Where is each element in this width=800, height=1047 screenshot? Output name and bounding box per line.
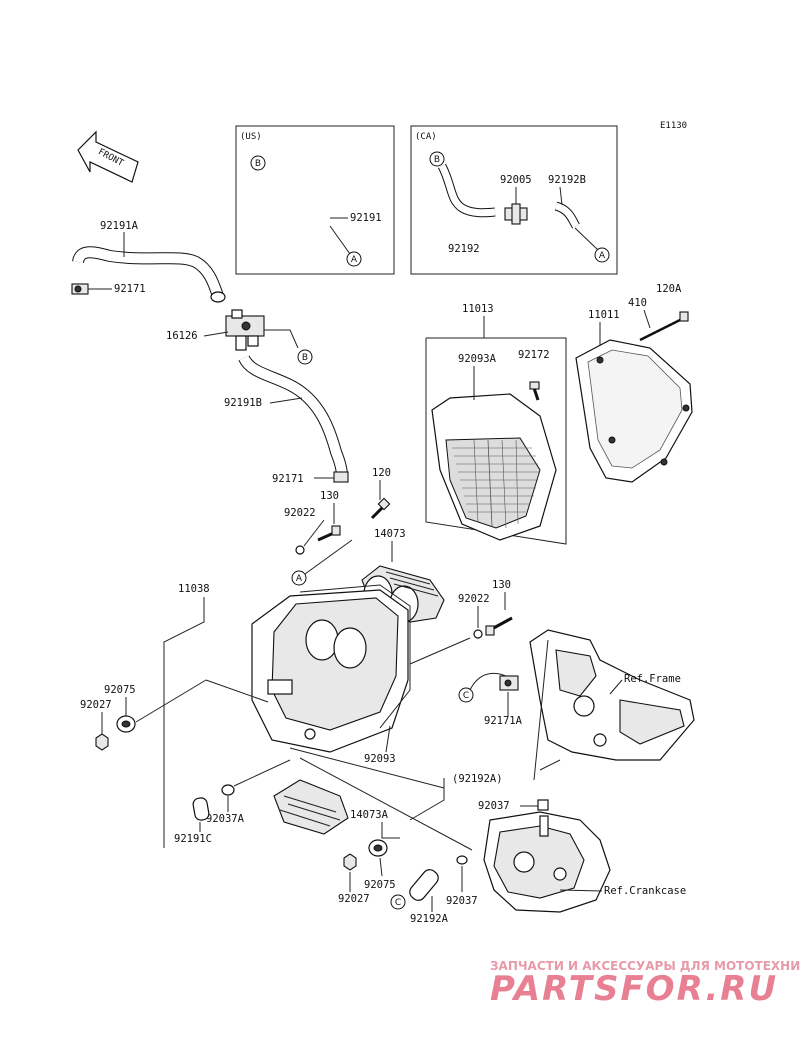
clamp-92171-top <box>71 283 89 295</box>
ref-crankcase-label: Ref.Crankcase <box>604 885 686 897</box>
hose-92191A <box>72 246 226 303</box>
bolt-130-right <box>485 616 513 636</box>
label-92075-left: 92075 <box>104 684 136 696</box>
label-11011: 11011 <box>588 309 620 321</box>
nut-92027-bottom <box>343 853 357 871</box>
front-arrow-icon: FRONT <box>77 130 139 183</box>
grommet-92075-bottom <box>368 839 388 857</box>
callout-b-left: B <box>302 353 308 363</box>
callout-c-right: C <box>463 691 469 701</box>
clip-92037-bottom <box>456 855 468 865</box>
label-92037: 92037 <box>478 800 510 812</box>
label-92027-bottom: 92027 <box>338 893 370 905</box>
label-14073: 14073 <box>374 528 406 540</box>
ca-variant-box: (CA) B 92005 92192B 92192 A <box>410 125 618 275</box>
label-92191C: 92191C <box>174 833 212 845</box>
hose-92191B <box>238 354 348 477</box>
label-410: 410 <box>628 297 647 309</box>
nut-92027-left <box>95 733 109 751</box>
label-92022-right: 92022 <box>458 593 490 605</box>
bolt-120A <box>639 311 689 342</box>
air-cleaner-cover-11011 <box>575 339 693 483</box>
callout-a-mid: A <box>296 574 303 584</box>
crankcase-ref-illustration <box>483 811 611 913</box>
watermark-line2: PARTSFOR.RU <box>490 969 778 1009</box>
ca-part-92192: 92192 <box>448 243 480 255</box>
diagram-code: E1130 <box>660 121 687 131</box>
ca-box-title: (CA) <box>415 132 437 142</box>
label-92191A: 92191A <box>100 220 139 232</box>
grommet-92075-left <box>116 715 136 733</box>
ref-frame-label: Ref.Frame <box>624 673 681 685</box>
reed-valve-14073A <box>273 779 349 835</box>
label-92027-left: 92027 <box>80 699 112 711</box>
us-callout-a: A <box>351 255 358 265</box>
label-14073A: 14073A <box>350 809 389 821</box>
screw-92172 <box>529 381 540 401</box>
label-16126: 16126 <box>166 330 198 342</box>
clamp-92171A <box>499 675 519 691</box>
label-130-mid: 130 <box>320 490 339 502</box>
callout-c-bottom: C <box>395 898 401 908</box>
label-92037A: 92037A <box>206 813 245 825</box>
ca-callout-a: A <box>599 251 606 261</box>
air-cleaner-housing-11038 <box>251 589 409 753</box>
us-variant-box: (US) B 92191 A <box>235 125 395 275</box>
clamp-92171-mid <box>333 471 349 483</box>
label-92171-top: 92171 <box>114 283 146 295</box>
label-130-right: 130 <box>492 579 511 591</box>
label-92171A: 92171A <box>484 715 523 727</box>
watermark-line1: ЗАПЧАСТИ И АКСЕССУАРЫ ДЛЯ МОТОТЕХНИКИ <box>490 959 800 973</box>
clamp-92037A <box>221 784 235 796</box>
label-92093: 92093 <box>364 753 396 765</box>
washer-92022-mid <box>295 545 305 555</box>
ca-part-92005: 92005 <box>500 174 532 186</box>
label-92192A: 92192A <box>410 913 449 925</box>
valve-16126 <box>225 309 265 351</box>
label-120A: 120A <box>656 283 682 295</box>
label-92037-bottom: 92037 <box>446 895 478 907</box>
label-92171-mid: 92171 <box>272 473 304 485</box>
frame-ref-illustration <box>529 629 695 781</box>
label-92192A-paren: (92192A) <box>452 773 503 785</box>
label-92172: 92172 <box>518 349 550 361</box>
label-11013: 11013 <box>462 303 494 315</box>
bolt-120 <box>370 497 391 520</box>
label-92093A: 92093A <box>458 353 497 365</box>
air-filter-11013 <box>431 393 557 541</box>
bolt-130-mid <box>317 525 341 542</box>
ca-part-92192B: 92192B <box>548 174 586 186</box>
us-box-title: (US) <box>240 132 262 142</box>
label-92191B: 92191B <box>224 397 262 409</box>
washer-92022-right <box>473 629 483 639</box>
label-120-mid: 120 <box>372 467 391 479</box>
ca-callout-b: B <box>434 155 440 165</box>
label-92075-bottom: 92075 <box>364 879 396 891</box>
hose-92192A <box>409 869 439 901</box>
clip-92037-right <box>537 799 549 811</box>
us-callout-b: B <box>255 159 261 169</box>
hose-92191C <box>192 797 210 821</box>
label-11038: 11038 <box>178 583 210 595</box>
us-part-92191: 92191 <box>350 212 382 224</box>
label-92022-mid: 92022 <box>284 507 316 519</box>
